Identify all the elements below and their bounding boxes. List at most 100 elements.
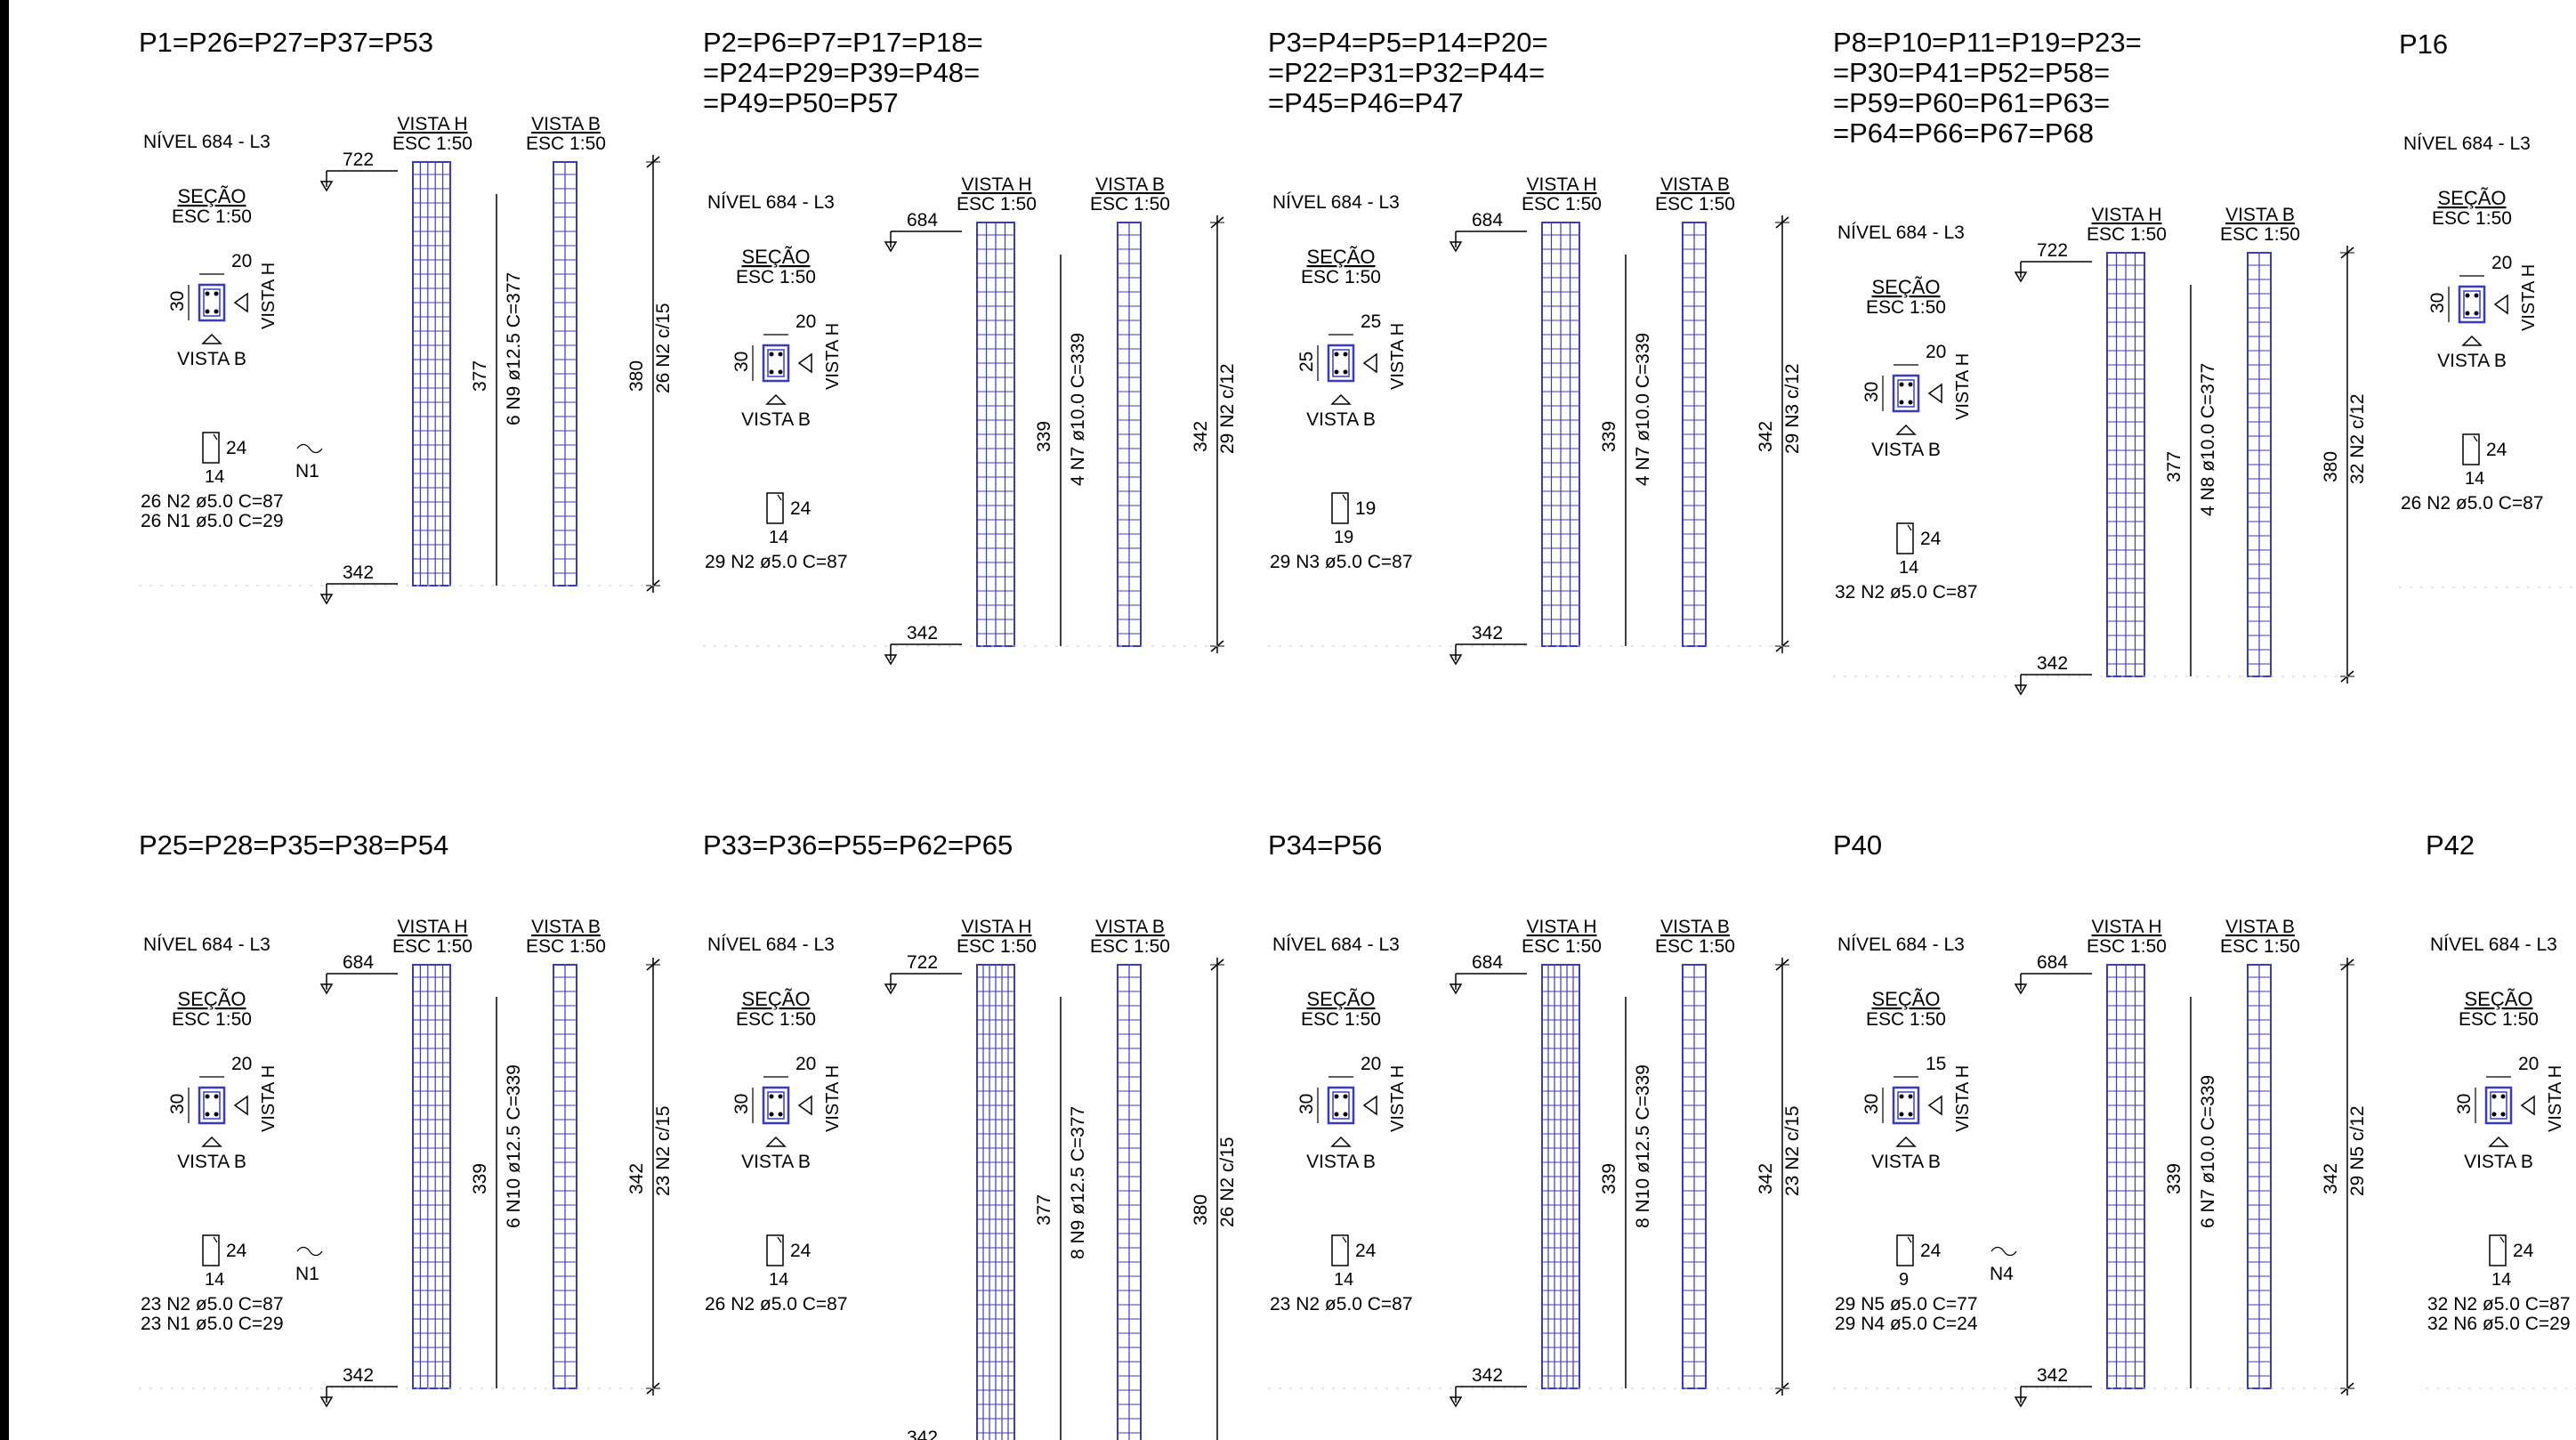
total-height: 342 [1191,421,1211,452]
section-scale: ESC 1:50 [1866,297,1946,318]
section-width: 20 [231,251,252,271]
section-scale: ESC 1:50 [1301,1009,1381,1030]
bottom-level-mark: 342 [907,1428,938,1440]
stirrup-width: 24 [2513,1241,2534,1261]
vista-b-scale: ESC 1:50 [1655,936,1735,957]
vista-b-tag: VISTA B [2437,351,2507,371]
rebar-dot [205,1094,210,1099]
section-width: 20 [2518,1054,2539,1074]
section-stirrup [1897,379,1915,408]
vista-h-scale: ESC 1:50 [957,194,1037,214]
long-bar-label: 4 N8 ø10.0 C=377 [2198,363,2218,516]
section-outline [1327,344,1355,383]
view-arrow-icon [2493,294,2508,315]
top-level-mark: 722 [884,952,962,995]
dimension-line [1210,958,1224,1440]
vista-b-column [1117,964,1142,1440]
rebar-dot [1343,352,1348,357]
vista-b-tag: VISTA B [741,409,811,430]
stirrup-depth: 14 [769,528,788,547]
pillar-title: P2=P6=P7=P17=P18= [703,27,983,58]
section-title: SEÇÃO [177,185,246,207]
rebar-dot [1334,352,1339,357]
bar-schedule-line: 23 N2 ø5.0 C=87 [1270,1294,1413,1315]
vista-b-tag: VISTA B [2464,1152,2533,1172]
section-title: SEÇÃO [1306,246,1375,268]
section-width: 25 [1361,311,1381,332]
level-label: NÍVEL 684 - L3 [143,934,271,955]
stirrup-shape [1331,1234,1349,1266]
pillar-title: =P22=P31=P32=P44= [1268,57,1545,88]
view-arrow-icon [765,1136,787,1147]
view-arrow-icon [1330,1136,1352,1147]
pillar-title: P34=P56 [1268,829,1382,861]
rebar-dot [2474,293,2479,298]
level-value: 342 [343,1365,374,1386]
section-height: 30 [2427,293,2448,313]
bar-schedule-line: 32 N2 ø5.0 C=87 [2427,1294,2571,1315]
rebar-dot [205,291,210,296]
section-scale: ESC 1:50 [2432,208,2512,229]
view-arrow-icon [1927,383,1942,404]
level-value: 684 [907,210,938,231]
bar-schedule-line: 26 N2 ø5.0 C=87 [141,491,284,512]
stirrup-bar-label: 29 N5 c/12 [2347,1105,2368,1196]
section-stirrup [203,288,221,317]
vista-b-heading: VISTA B [1095,917,1165,937]
vista-b-column [2247,252,2272,677]
vista-h-tag: VISTA H [1953,1065,1973,1132]
hook-bar-icon [296,1246,323,1257]
vista-h-heading: VISTA H [962,917,1032,937]
rebar-dot [1334,369,1339,375]
level-value: 722 [2037,240,2068,261]
vista-b-heading: VISTA B [531,917,601,937]
rebar-dot [769,1094,774,1099]
level-arrow-icon [1449,241,1463,253]
stirrup-bar-label: 26 N2 c/15 [653,303,674,393]
stirrup-depth: 14 [205,1270,224,1290]
section-height: 30 [167,291,188,311]
stirrup-width: 24 [790,1241,812,1261]
level-value: 342 [1472,1365,1503,1386]
hook-bar-label: N1 [295,461,319,481]
rebar-dot [1343,1112,1348,1117]
rebar-dot [2465,311,2470,316]
vista-h-column [2106,252,2145,677]
level-value: 684 [1472,952,1503,973]
section-title: SEÇÃO [741,246,810,268]
section-title: SEÇÃO [1871,276,1940,298]
view-arrow-icon [2488,1136,2509,1147]
level-arrow-icon [2014,983,2028,995]
section-outline [1892,374,1920,413]
section-outline [762,1086,790,1125]
vista-b-column [553,161,577,587]
stirrup-bar-label: 23 N2 c/15 [653,1105,674,1196]
level-value: 342 [907,623,938,643]
bottom-level-mark: 342 [1449,623,1527,666]
rebar-dot [769,369,774,375]
vista-h-tag: VISTA H [259,263,279,329]
stirrup-width: 24 [1920,1241,1942,1261]
section-stirrup [1332,1091,1350,1120]
stirrup-width: 24 [226,438,247,458]
vista-b-scale: ESC 1:50 [2220,224,2300,245]
section-scale: ESC 1:50 [736,1009,816,1030]
stirrup-shape [202,1234,220,1266]
bar-schedule-line: 29 N3 ø5.0 C=87 [1270,552,1413,572]
pillar-title: P8=P10=P11=P19=P23= [1833,27,2142,58]
rebar-dot [1343,1094,1348,1099]
section-stirrup [2490,1091,2507,1120]
vista-h-tag: VISTA H [1388,323,1408,390]
pillar-block: P8=P10=P11=P19=P23==P30=P41=P52=P58==P59… [1833,27,2368,696]
section-title: SEÇÃO [2464,988,2532,1010]
stirrup-depth: 14 [769,1270,788,1290]
rebar-dot [1908,382,1913,387]
vista-b-scale: ESC 1:50 [526,133,606,154]
level-arrow-icon [319,181,334,192]
bottom-level-mark: 342 [1449,1365,1527,1408]
vista-b-heading: VISTA B [1095,174,1165,195]
vista-h-heading: VISTA H [2092,205,2162,225]
section-width: 20 [1361,1054,1381,1074]
section-outline [1892,1086,1920,1125]
